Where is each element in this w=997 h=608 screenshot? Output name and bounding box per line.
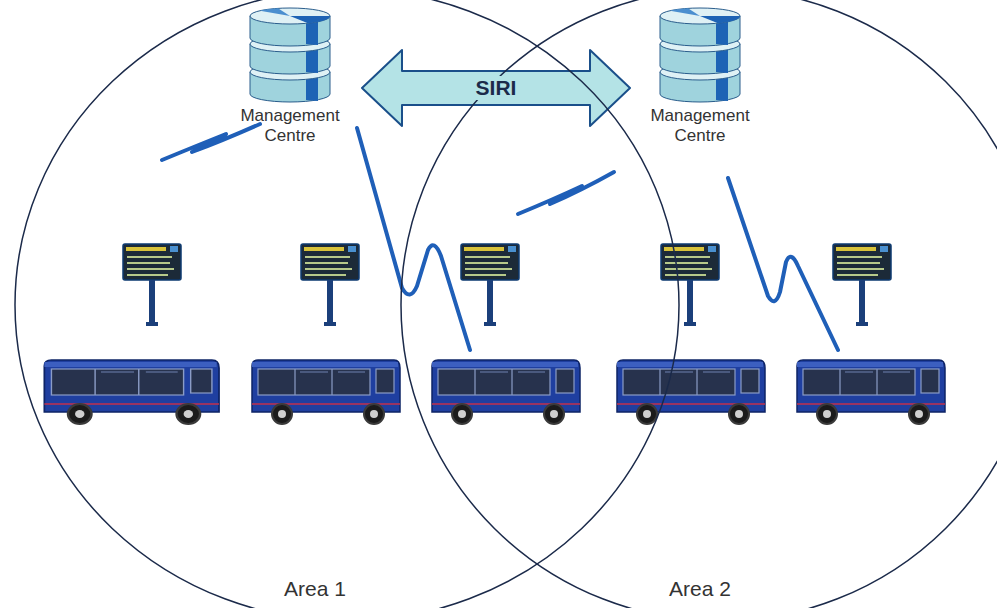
display-sign	[123, 244, 891, 326]
region-label: Area 1	[284, 577, 346, 601]
centre-label: Management Centre	[642, 106, 758, 147]
interface-label: SIRI	[471, 76, 522, 100]
region-label: Area 2	[669, 577, 731, 601]
centre-label: Management Centre	[232, 106, 348, 147]
wireless-link	[162, 124, 838, 350]
database-icon	[658, 6, 742, 106]
database-icon	[248, 6, 332, 106]
siri-arrow	[362, 50, 630, 126]
area-region: Area 1 Management Centre	[14, 0, 680, 608]
bus-icon	[44, 360, 945, 424]
management-centre: Management Centre	[232, 6, 348, 147]
area-outline	[14, 0, 680, 608]
management-centre: Management Centre	[642, 6, 758, 147]
